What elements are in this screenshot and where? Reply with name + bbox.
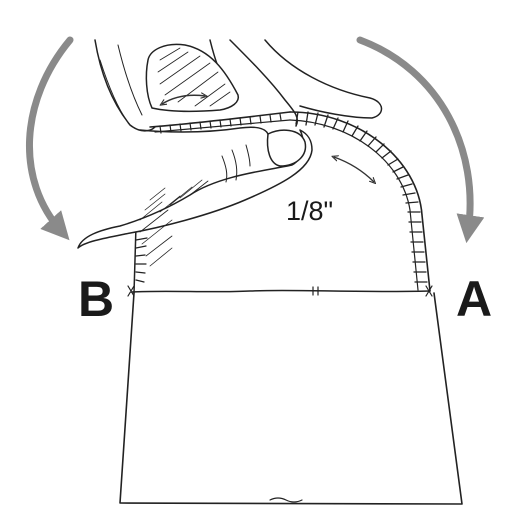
label-measurement: 1/8": [286, 196, 333, 226]
fabric-bag-body: [120, 293, 462, 504]
left-fabric-edge: [134, 226, 136, 293]
label-point-a: A: [456, 271, 492, 327]
double-arrow-seam-allowance: [334, 157, 374, 182]
bottom-edge-detail: [270, 498, 302, 502]
hand-illustration: [78, 40, 382, 266]
stitch-line: [131, 290, 430, 292]
left-curved-arrow: [29, 40, 70, 232]
left-seam-stitches: [136, 229, 147, 282]
label-point-b: B: [78, 271, 114, 327]
right-curved-arrow: [360, 40, 470, 232]
